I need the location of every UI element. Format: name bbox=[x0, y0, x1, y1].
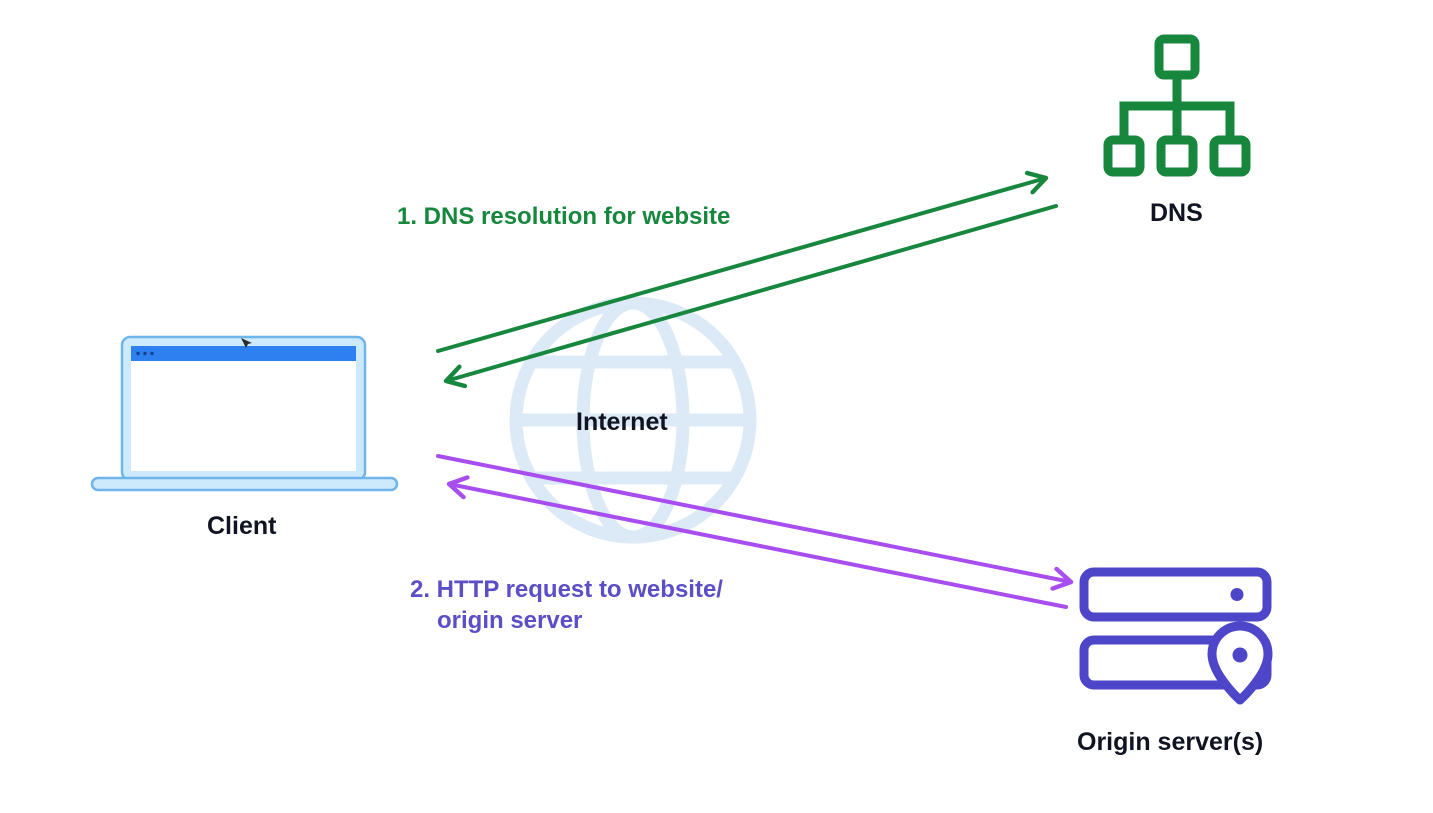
http-request-label-line2: origin server bbox=[437, 607, 583, 634]
client-label: Client bbox=[207, 512, 277, 540]
laptop-titlebar bbox=[131, 346, 356, 361]
dns-response-arrow bbox=[443, 204, 1058, 389]
laptop-screen bbox=[131, 346, 356, 471]
http-request-label: 2. HTTP request to website/ origin serve… bbox=[410, 574, 723, 636]
dns-request-arrow bbox=[436, 170, 1049, 353]
location-pin-icon bbox=[1207, 621, 1273, 705]
http-response-arrow bbox=[446, 475, 1068, 609]
laptop-base bbox=[90, 476, 399, 492]
origin-server-label: Origin server(s) bbox=[1077, 728, 1264, 756]
internet-label: Internet bbox=[576, 408, 668, 436]
internet-globe-icon bbox=[509, 296, 757, 544]
dns-tree-icon bbox=[1103, 34, 1251, 177]
laptop-icon bbox=[90, 335, 399, 492]
http-request-label-line1: 2. HTTP request to website/ bbox=[410, 576, 723, 603]
http-arrows bbox=[436, 454, 1074, 609]
server-led-dot bbox=[1230, 588, 1244, 601]
cursor-icon bbox=[241, 338, 252, 348]
origin-server-icon bbox=[1079, 567, 1273, 705]
dns-arrows bbox=[436, 170, 1058, 389]
dns-resolution-label: 1. DNS resolution for website bbox=[397, 203, 731, 230]
dns-label: DNS bbox=[1150, 199, 1203, 227]
http-request-arrow bbox=[436, 454, 1074, 591]
